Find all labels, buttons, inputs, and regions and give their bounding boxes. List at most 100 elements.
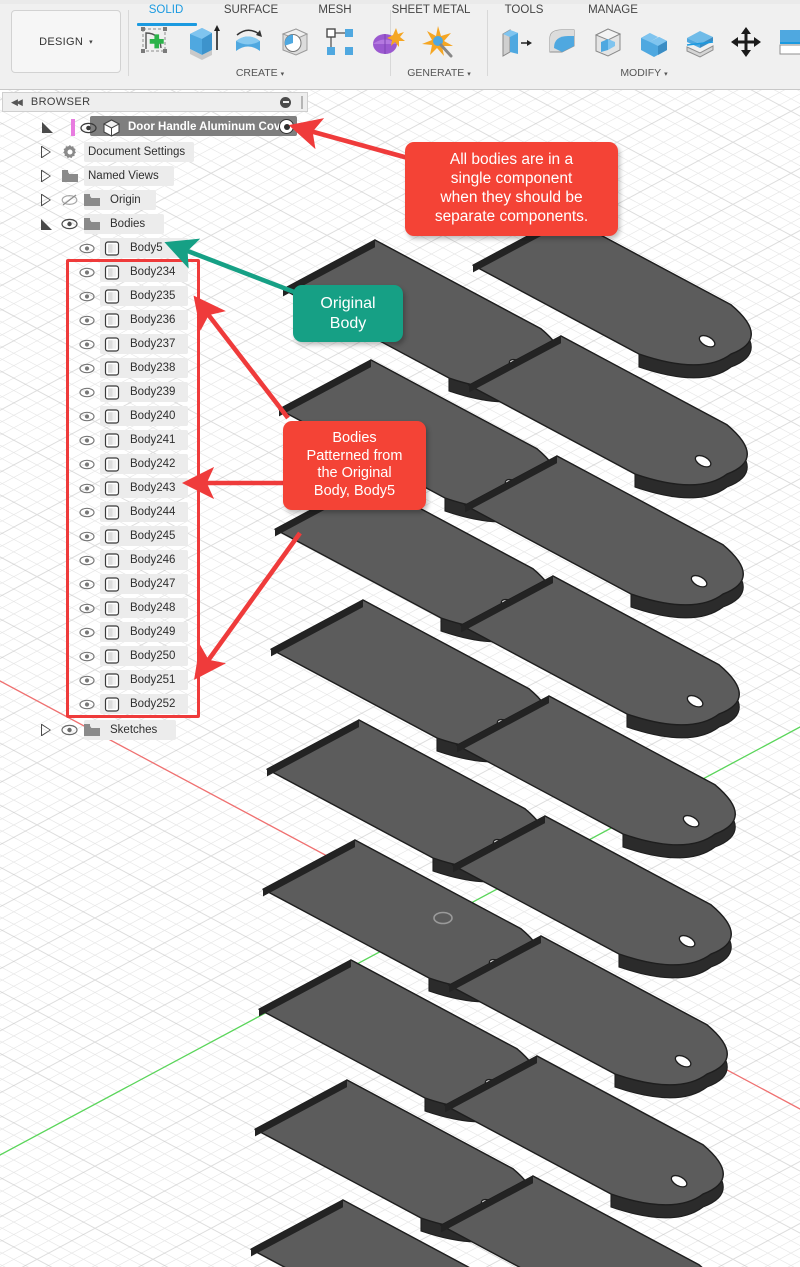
eye-visible-icon[interactable] <box>79 363 95 374</box>
tree-row-root-component[interactable]: Door Handle Aluminum Cov... <box>0 114 310 140</box>
eye-visible-icon[interactable] <box>79 435 95 446</box>
tree-row-body[interactable]: Body243 <box>0 476 310 500</box>
tree-row-body[interactable]: Body245 <box>0 524 310 548</box>
eye-visible-icon[interactable] <box>79 555 95 566</box>
sweep-icon[interactable] <box>274 22 314 62</box>
plate-body[interactable] <box>468 335 748 499</box>
combine-icon[interactable] <box>634 22 674 62</box>
plate-body[interactable] <box>460 575 740 739</box>
tree-row-body[interactable]: Body250 <box>0 644 310 668</box>
create-sketch-icon[interactable] <box>136 22 176 62</box>
tree-row-body[interactable]: Body244 <box>0 500 310 524</box>
eye-visible-icon[interactable] <box>79 699 95 710</box>
split-face-icon[interactable] <box>680 22 720 62</box>
plate-body[interactable] <box>464 455 744 619</box>
extrude-icon[interactable] <box>182 22 222 62</box>
tree-row-body[interactable]: Body248 <box>0 596 310 620</box>
eye-visible-icon[interactable] <box>79 387 95 398</box>
eye-visible-icon[interactable] <box>79 603 95 614</box>
eye-visible-icon[interactable] <box>80 122 97 134</box>
shell-icon[interactable] <box>588 22 628 62</box>
tree-row-body[interactable]: Body238 <box>0 356 310 380</box>
eye-visible-icon[interactable] <box>79 267 95 278</box>
eye-visible-icon[interactable] <box>79 627 95 638</box>
plate-body[interactable] <box>444 1055 724 1219</box>
tree-row-body[interactable]: Body251 <box>0 668 310 692</box>
eye-visible-icon[interactable] <box>79 411 95 422</box>
tree-row-body[interactable]: Body249 <box>0 620 310 644</box>
tree-row-body[interactable]: Body235 <box>0 284 310 308</box>
expand-triangle-closed-icon[interactable] <box>41 194 50 206</box>
tree-row-body[interactable]: Body237 <box>0 332 310 356</box>
tab-surface[interactable]: SURFACE <box>223 4 279 16</box>
radio-activated-icon[interactable] <box>279 119 294 134</box>
body-icon <box>103 264 120 281</box>
tree-row-body[interactable]: Body241 <box>0 428 310 452</box>
form-icon[interactable] <box>366 22 406 62</box>
ribbon-group-generate-label[interactable]: GENERATE▾ <box>398 67 480 79</box>
tree-row-body[interactable]: Body239 <box>0 380 310 404</box>
tab-manage[interactable]: MANAGE <box>588 4 638 16</box>
tree-row-body[interactable]: Body242 <box>0 452 310 476</box>
pattern-icon[interactable] <box>320 22 360 62</box>
ribbon-group-create-label[interactable]: CREATE▾ <box>134 67 386 79</box>
expand-triangle-closed-icon[interactable] <box>41 170 50 182</box>
tree-row-body[interactable]: Body246 <box>0 548 310 572</box>
eye-hidden-icon[interactable] <box>61 194 78 206</box>
body-icon <box>103 240 120 257</box>
design-workspace-button[interactable]: DESIGN ▾ <box>11 10 121 73</box>
plate-body[interactable] <box>448 935 728 1099</box>
eye-visible-icon[interactable] <box>79 507 95 518</box>
eye-visible-icon[interactable] <box>79 315 95 326</box>
tree-row-document-settings[interactable]: Document Settings <box>0 140 310 164</box>
body-icon <box>103 648 120 665</box>
expand-triangle-open-icon[interactable] <box>42 122 53 133</box>
tab-mesh[interactable]: MESH <box>318 4 352 16</box>
eye-visible-icon[interactable] <box>79 579 95 590</box>
eye-visible-icon[interactable] <box>79 531 95 542</box>
align-icon[interactable] <box>772 22 800 62</box>
tree-row-sketches[interactable]: Sketches <box>0 718 310 742</box>
3d-viewport[interactable] <box>0 90 800 1267</box>
tree-row-body[interactable]: Body240 <box>0 404 310 428</box>
eye-visible-icon[interactable] <box>79 651 95 662</box>
tab-solid[interactable]: SOLID <box>148 4 184 16</box>
expand-triangle-closed-icon[interactable] <box>41 146 50 158</box>
eye-visible-icon[interactable] <box>79 483 95 494</box>
eye-visible-icon[interactable] <box>79 291 95 302</box>
move-copy-icon[interactable] <box>726 22 766 62</box>
eye-visible-icon[interactable] <box>79 243 95 254</box>
tree-row-bodies[interactable]: Bodies <box>0 212 310 236</box>
expand-triangle-closed-icon[interactable] <box>41 724 50 736</box>
tree-row-origin[interactable]: Origin <box>0 188 310 212</box>
eye-visible-icon[interactable] <box>61 724 78 736</box>
tree-row-named-views[interactable]: Named Views <box>0 164 310 188</box>
tree-row-body[interactable]: Body236 <box>0 308 310 332</box>
plate-body[interactable] <box>440 1175 719 1267</box>
eye-visible-icon[interactable] <box>79 339 95 350</box>
browser-panel-header: ◀◀ BROWSER <box>2 92 308 112</box>
expand-triangle-open-icon[interactable] <box>41 219 52 230</box>
ribbon-group-modify-label[interactable]: MODIFY▾ <box>494 67 794 79</box>
eye-visible-icon[interactable] <box>79 675 95 686</box>
body-label: Body251 <box>130 674 176 686</box>
revolve-icon[interactable] <box>228 22 268 62</box>
fillet-icon[interactable] <box>542 22 582 62</box>
tree-row-body[interactable]: Body5 <box>0 236 310 260</box>
plate-body[interactable] <box>452 815 732 979</box>
tree-row-body[interactable]: Body247 <box>0 572 310 596</box>
generative-design-icon[interactable] <box>418 22 458 62</box>
minimize-icon[interactable] <box>280 96 291 108</box>
tree-row-body[interactable]: Body252 <box>0 692 310 716</box>
eye-visible-icon[interactable] <box>61 218 78 230</box>
tab-sheet-metal[interactable]: SHEET METAL <box>391 4 471 16</box>
tab-tools[interactable]: TOOLS <box>504 4 544 16</box>
plate-body[interactable] <box>250 1199 529 1267</box>
panel-grip[interactable] <box>301 96 303 109</box>
collapse-left-icon[interactable]: ◀◀ <box>11 96 23 107</box>
press-pull-icon[interactable] <box>496 22 536 62</box>
ribbon-group-generate: GENERATE▾ <box>398 22 480 79</box>
eye-visible-icon[interactable] <box>79 459 95 470</box>
plate-body[interactable] <box>456 695 736 859</box>
